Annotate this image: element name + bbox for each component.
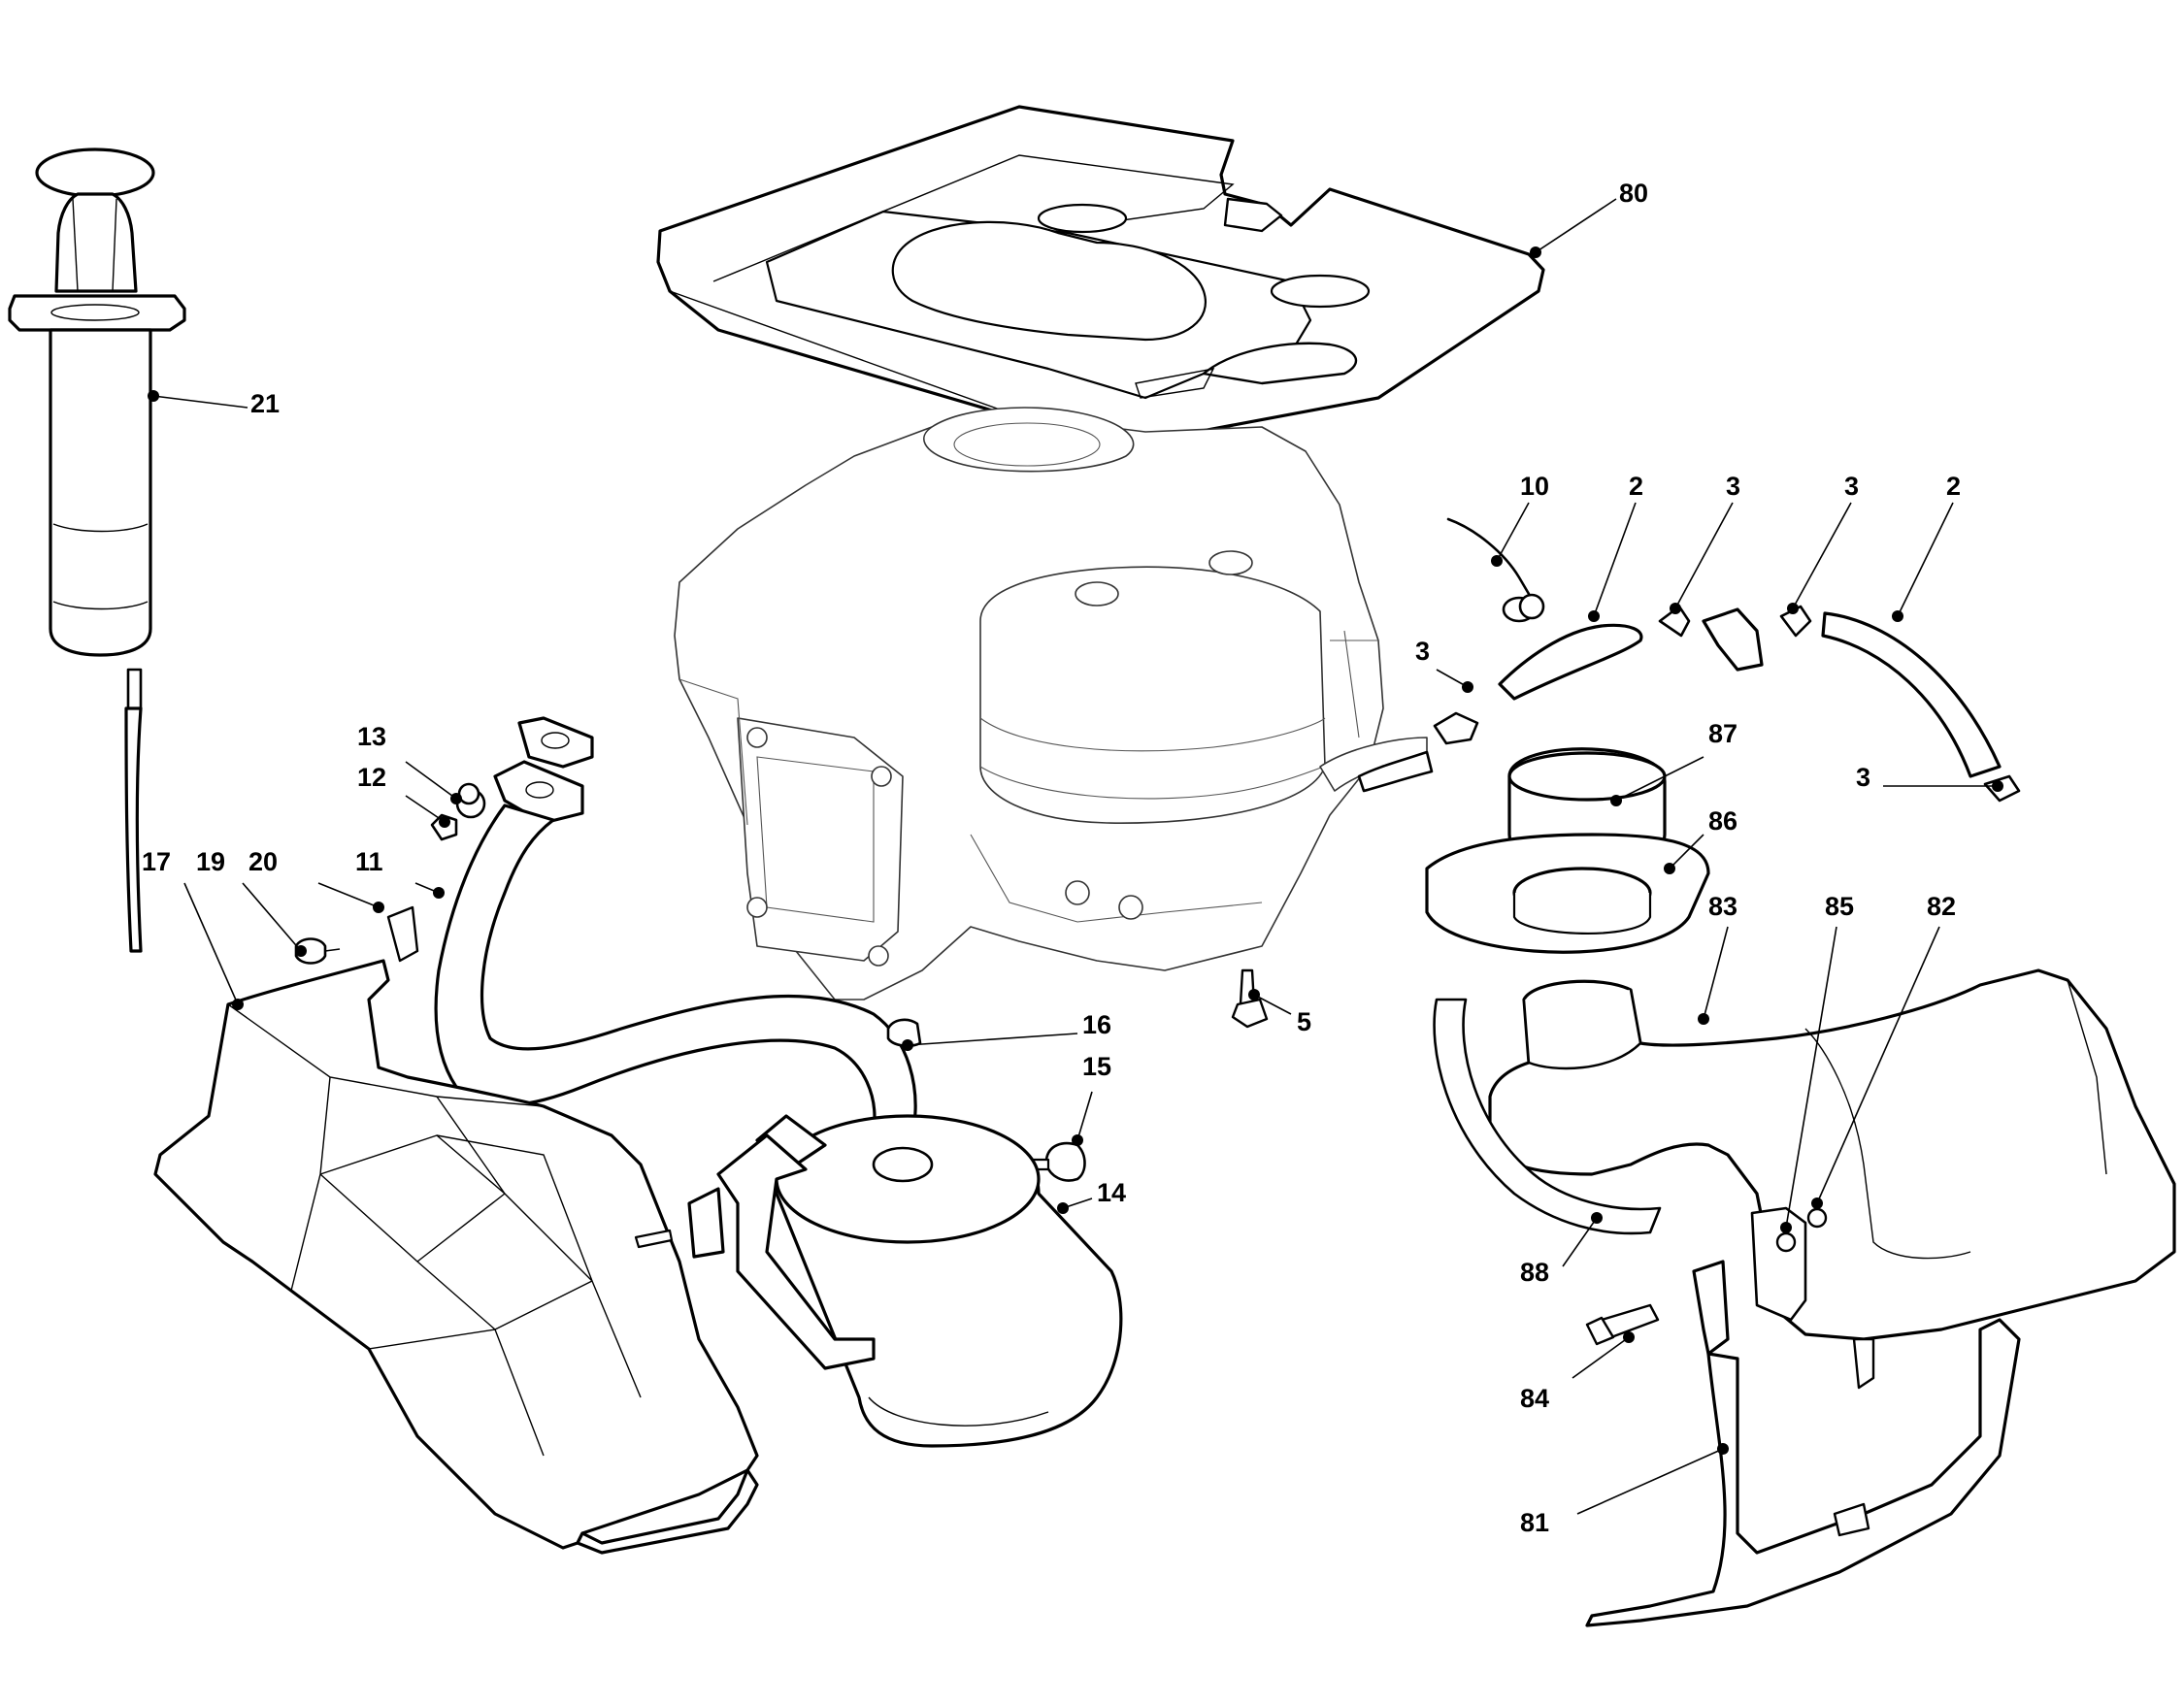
callout-10: 10 [1520,472,1549,501]
syringe-21 [8,148,186,953]
callout-80: 80 [1619,179,1648,208]
callout-83: 83 [1708,892,1737,921]
callout-21: 21 [250,389,280,418]
fuel-tank-assembly [1433,968,2176,1627]
heat-shield-17 [153,959,759,1555]
callout-11: 11 [355,847,383,876]
callout-15: 15 [1082,1052,1111,1081]
callout-3-center-left: 3 [1726,472,1740,501]
callout-labels: 80 21 10 2 3 3 2 3 87 3 86 13 12 17 19 2… [142,179,1961,1537]
callout-16: 16 [1082,1010,1111,1039]
muffler-14 [687,1114,1123,1448]
engine-cover-80 [656,105,1545,443]
tank-cap-assembly [1425,747,1710,954]
callout-3-center-right: 3 [1844,472,1859,501]
engine-assembly [674,407,1428,1001]
callout-12: 12 [357,763,386,792]
callout-82: 82 [1927,892,1956,921]
leader-dots [148,246,2003,1455]
callout-87: 87 [1708,719,1737,748]
callout-2-right: 2 [1946,472,1961,501]
callout-13: 13 [357,722,386,751]
callout-5: 5 [1297,1007,1311,1036]
callout-17: 17 [142,847,171,876]
callout-88: 88 [1520,1258,1549,1287]
callout-84: 84 [1520,1384,1549,1413]
callout-14: 14 [1097,1178,1126,1207]
callout-2-left: 2 [1629,472,1643,501]
callout-3-left: 3 [1415,637,1430,666]
callout-81: 81 [1520,1508,1549,1537]
callout-19: 19 [196,847,225,876]
callout-3-right: 3 [1856,763,1870,792]
callout-20: 20 [248,847,278,876]
callout-85: 85 [1825,892,1854,921]
fuel-line-assembly [1357,517,2021,803]
callout-86: 86 [1708,806,1737,836]
